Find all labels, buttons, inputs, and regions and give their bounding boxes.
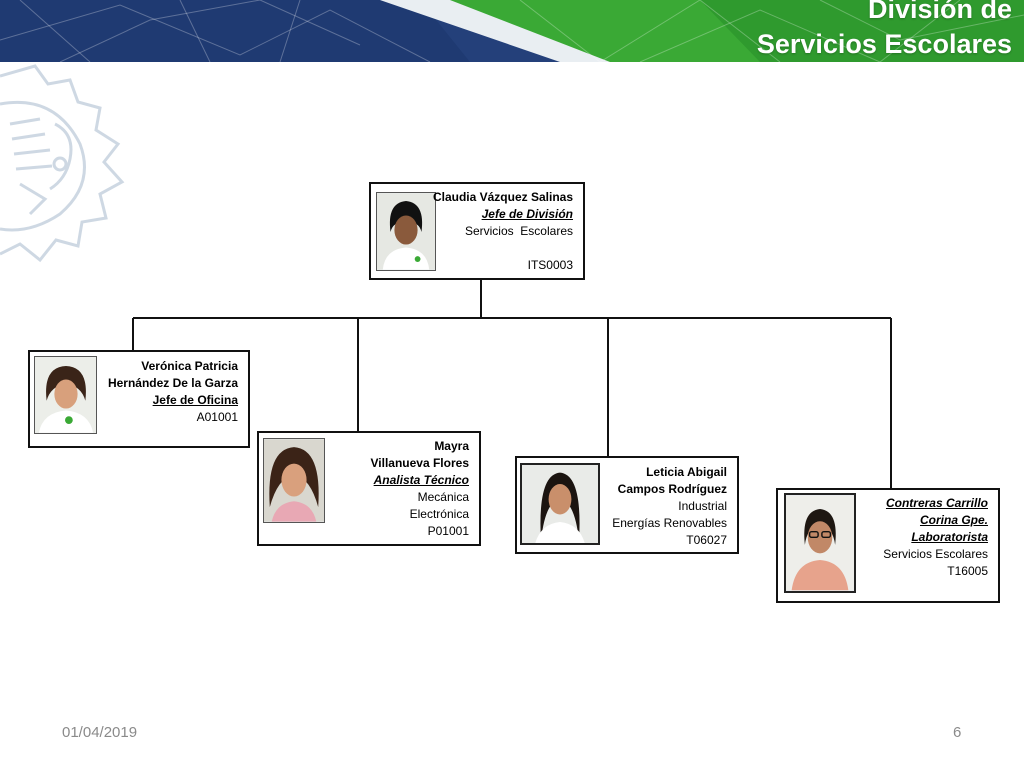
person-name-line-1: Mayra [434,439,469,453]
photo-leticia [520,463,600,545]
person-department-line-2: Electrónica [409,507,469,521]
person-department: Servicios Escolares [464,224,573,238]
person-department-line-1: Mecánica [417,490,469,504]
person-department: Servicios Escolares [883,547,988,561]
slide-number: 6 [953,724,962,741]
person-code: T06027 [686,533,727,547]
org-card-veronica: Verónica Patricia Hernández De la Garza … [28,350,250,448]
person-photo-icon [35,357,96,433]
person-role: Laboratorista [911,530,988,544]
photo-veronica [34,356,97,434]
person-role: Jefe de División [481,207,573,221]
org-card-contreras: Contreras Carrillo Corina Gpe. Laborator… [776,488,1000,603]
org-card-root: Claudia Vázquez Salinas Jefe de División… [369,182,585,280]
institution-logo-watermark [0,64,125,263]
person-code: P01001 [427,524,469,538]
contreras-info: Contreras Carrillo Corina Gpe. Laborator… [883,495,988,580]
person-name-line-2: Corina Gpe. [919,513,988,527]
person-department-line-2: Energías Renovables [612,516,727,530]
mayra-info: Mayra Villanueva Flores Analista Técnico… [371,438,470,540]
header-banner: División de Servicios Escolares [0,0,1024,62]
org-card-leticia: Leticia Abigail Campos Rodríguez Industr… [515,456,739,554]
person-code: T16005 [947,564,988,578]
person-name-line-2: Hernández De la Garza [107,376,238,390]
person-photo-icon [522,465,598,543]
banner-background [0,0,1024,62]
leticia-info: Leticia Abigail Campos Rodríguez Industr… [612,464,727,549]
person-name-line-1: Verónica Patricia [141,359,238,373]
root-info: Claudia Vázquez Salinas Jefe de División… [433,189,573,274]
title-line-2: Servicios Escolares [756,29,1012,59]
person-photo-icon [264,439,324,522]
person-photo-icon [786,495,854,591]
person-name-line-1: Leticia Abigail [646,465,727,479]
person-role: Jefe de Oficina [152,393,238,407]
veronica-info: Verónica Patricia Hernández De la Garza … [108,358,238,426]
title-line-1: División de [867,0,1012,24]
photo-claudia [376,192,436,271]
photo-contreras [784,493,856,593]
person-code: A01001 [196,410,238,424]
footer-date: 01/04/2019 [62,724,138,741]
person-role: Analista Técnico [373,473,469,487]
person-photo-icon [377,193,435,270]
page-title: División de Servicios Escolares [757,0,1012,62]
photo-mayra [263,438,325,523]
org-card-mayra: Mayra Villanueva Flores Analista Técnico… [257,431,481,546]
person-code: ITS0003 [527,258,573,272]
person-department-line-1: Industrial [678,499,727,513]
person-name: Claudia Vázquez Salinas [432,190,573,204]
person-name-line-2: Campos Rodríguez [617,482,727,496]
person-name-line-1: Contreras Carrillo [885,496,988,510]
person-name-line-2: Villanueva Flores [370,456,470,470]
